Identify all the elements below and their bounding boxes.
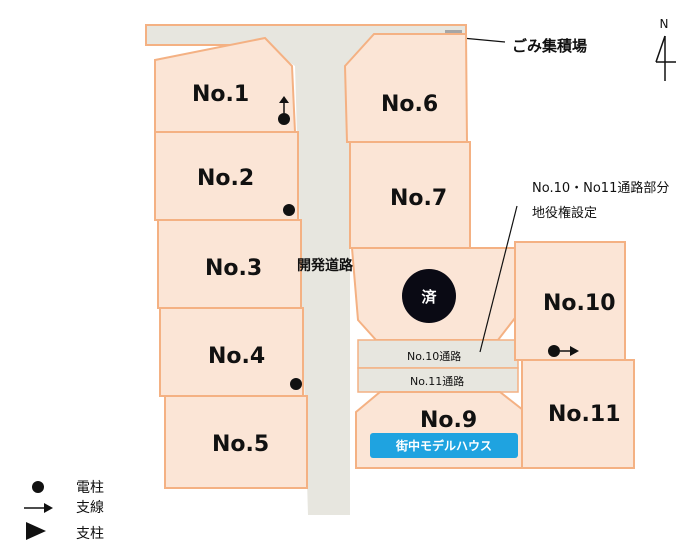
lot-5-label: No.5 bbox=[212, 432, 269, 457]
easement-leader-line bbox=[479, 205, 518, 353]
development-road bbox=[262, 44, 374, 515]
lot-7-label: No.7 bbox=[390, 186, 447, 211]
pole-lot-2 bbox=[283, 204, 295, 216]
easement-note-line1: No.10・No11通路部分 bbox=[532, 180, 669, 196]
sold-marker bbox=[402, 269, 456, 323]
legend-dot-icon bbox=[32, 481, 44, 493]
garbage-label: ごみ集積場 bbox=[512, 37, 587, 55]
passage-10-label: No.10通路 bbox=[407, 350, 461, 363]
lot-3 bbox=[157, 219, 302, 309]
lot-10 bbox=[514, 241, 626, 361]
north-arrow: N bbox=[655, 17, 676, 81]
passage-11-label: No.11通路 bbox=[410, 375, 464, 388]
lot-6 bbox=[343, 33, 469, 143]
lot-9-label: No.9 bbox=[420, 408, 477, 433]
lot-4-label: No.4 bbox=[208, 344, 265, 369]
pole-lot-4 bbox=[290, 378, 302, 390]
lot-1-label: No.1 bbox=[192, 82, 249, 107]
lot-7 bbox=[349, 141, 471, 249]
lot-2-label: No.2 bbox=[197, 166, 254, 191]
legend-support-label: 支柱 bbox=[76, 526, 104, 542]
pole-lot-10 bbox=[548, 345, 579, 357]
lot-10-label: No.10 bbox=[543, 291, 616, 316]
lot-3-label: No.3 bbox=[205, 256, 262, 281]
model-house-label: 街中モデルハウス bbox=[395, 438, 492, 453]
lot-1 bbox=[154, 36, 297, 133]
legend-stay-label: 支線 bbox=[76, 500, 104, 516]
passage-11 bbox=[357, 367, 519, 393]
road-label: 開発道路 bbox=[297, 257, 354, 274]
passage-10 bbox=[357, 339, 519, 369]
garbage-leader-line bbox=[461, 37, 506, 43]
legend-triangle-icon bbox=[26, 522, 46, 540]
sold-marker-label: 済 bbox=[421, 288, 437, 306]
lot-11-label: No.11 bbox=[548, 402, 621, 427]
pole-lot-1 bbox=[278, 96, 290, 125]
lot-4 bbox=[159, 307, 304, 397]
legend: 電柱 支線 支柱 bbox=[24, 480, 104, 542]
legend-arrow-head-icon bbox=[44, 503, 53, 513]
lot-5 bbox=[164, 395, 308, 489]
lot-11 bbox=[521, 359, 635, 469]
model-house-badge bbox=[370, 433, 518, 458]
lot-6-label: No.6 bbox=[381, 92, 438, 117]
easement-note-line2: 地役権設定 bbox=[532, 205, 597, 221]
legend-pole-label: 電柱 bbox=[76, 480, 104, 496]
north-label: N bbox=[660, 17, 669, 31]
